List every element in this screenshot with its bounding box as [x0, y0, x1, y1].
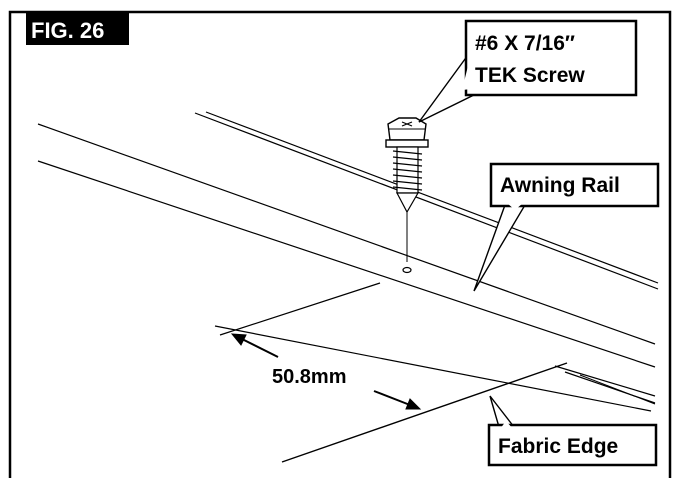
svg-text:TEK Screw: TEK Screw	[475, 64, 585, 87]
dimension-label: 50.8mm	[272, 366, 347, 388]
figure-label: FIG. 26	[26, 13, 129, 45]
svg-text:FIG. 26: FIG. 26	[31, 18, 104, 43]
dimension-indicator	[219, 282, 422, 410]
rail-callout: Awning Rail	[473, 162, 660, 292]
svg-text:Awning Rail: Awning Rail	[500, 174, 620, 197]
svg-text:Fabric Edge: Fabric Edge	[498, 435, 618, 458]
fabric-panel	[214, 325, 656, 412]
screw-callout: #6 X 7/16″ TEK Screw	[418, 19, 638, 123]
figure-border	[8, 10, 672, 478]
pilot-hole	[402, 266, 412, 274]
fabric-edge-callout: Fabric Edge	[487, 395, 658, 467]
fabric-edge-line	[281, 362, 568, 463]
svg-text:#6 X 7/16″: #6 X 7/16″	[475, 32, 575, 55]
awning-rail	[37, 111, 659, 368]
tek-screw-icon	[385, 117, 429, 262]
